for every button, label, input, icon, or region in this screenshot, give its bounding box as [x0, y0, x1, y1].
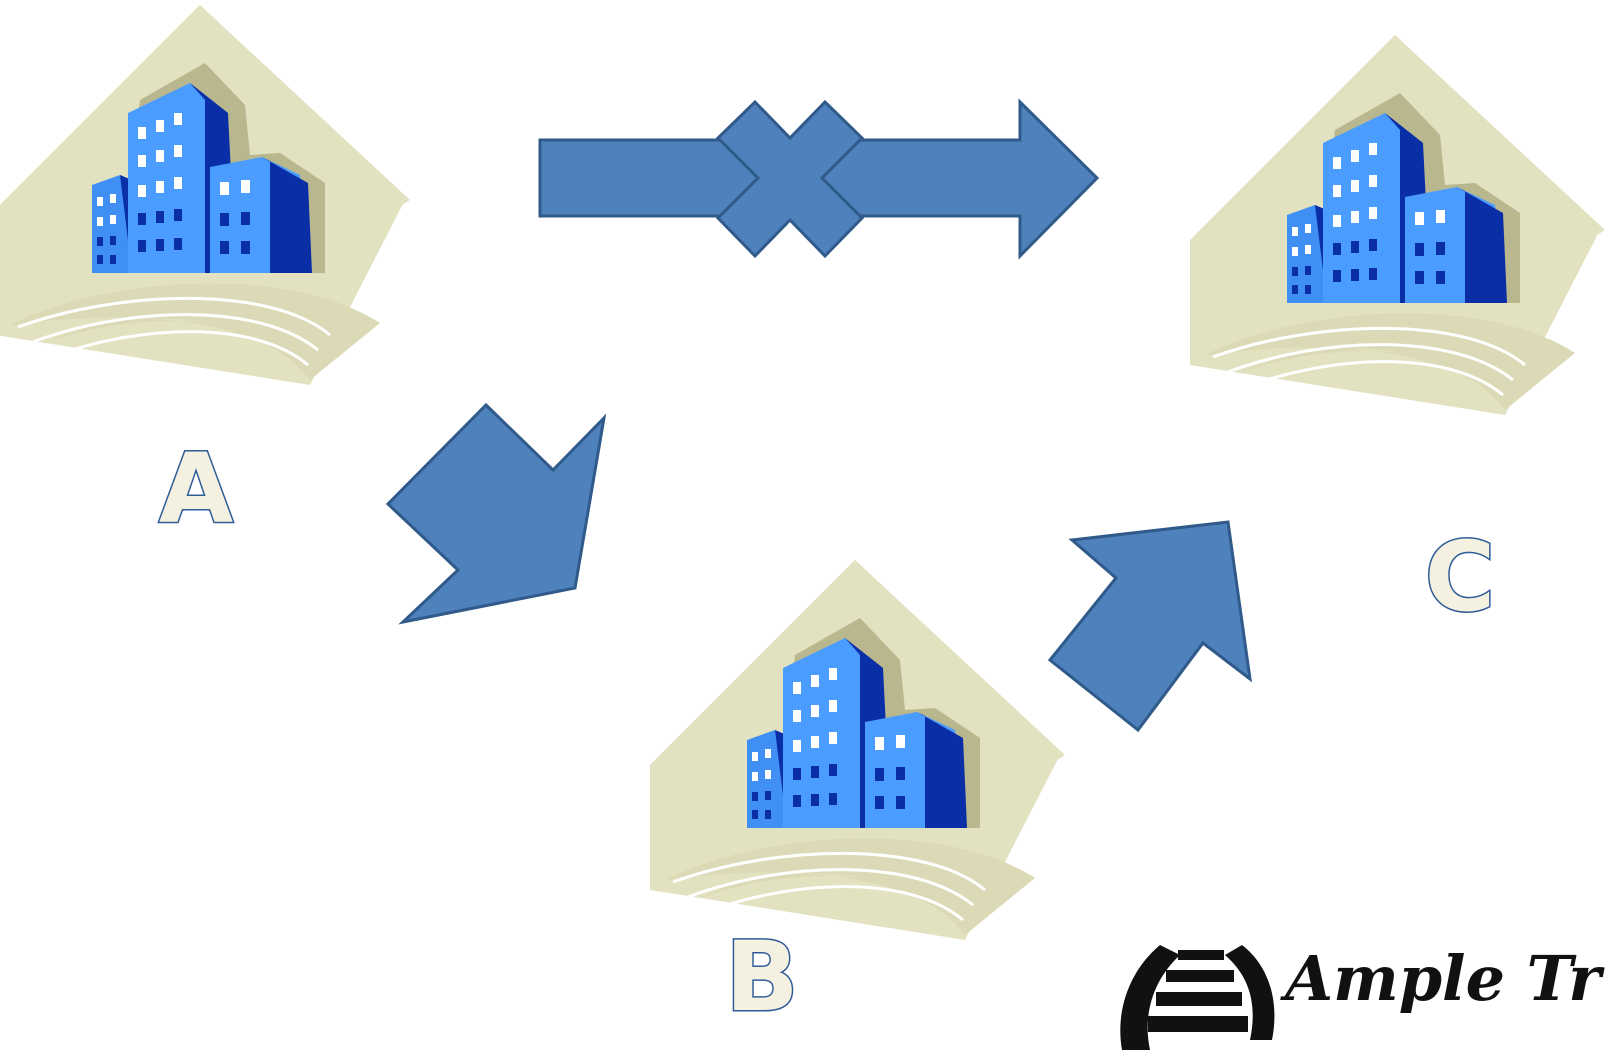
node-b: B — [648, 558, 1067, 1035]
node-a-label: A — [159, 433, 233, 545]
node-b-label: B — [725, 921, 798, 1033]
city-buildings-icon — [0, 3, 412, 387]
arrow-down-right-icon — [385, 402, 607, 625]
node-c-label: C — [1425, 521, 1495, 633]
ample-logo: Ample Tr — [1120, 942, 1605, 1050]
node-a: A — [0, 3, 412, 547]
edge-a-to-c-blocked — [538, 98, 1100, 260]
city-buildings-icon — [648, 558, 1067, 942]
edge-b-to-c — [1047, 520, 1252, 733]
node-c: C — [1188, 33, 1607, 635]
block-x-icon — [715, 99, 865, 259]
edge-a-to-b — [385, 402, 607, 625]
city-buildings-icon — [1188, 33, 1607, 417]
ample-logo-icon — [1120, 945, 1275, 1050]
arrow-up-right-icon — [1047, 520, 1252, 733]
logo-text: Ample Tr — [1280, 942, 1605, 1015]
